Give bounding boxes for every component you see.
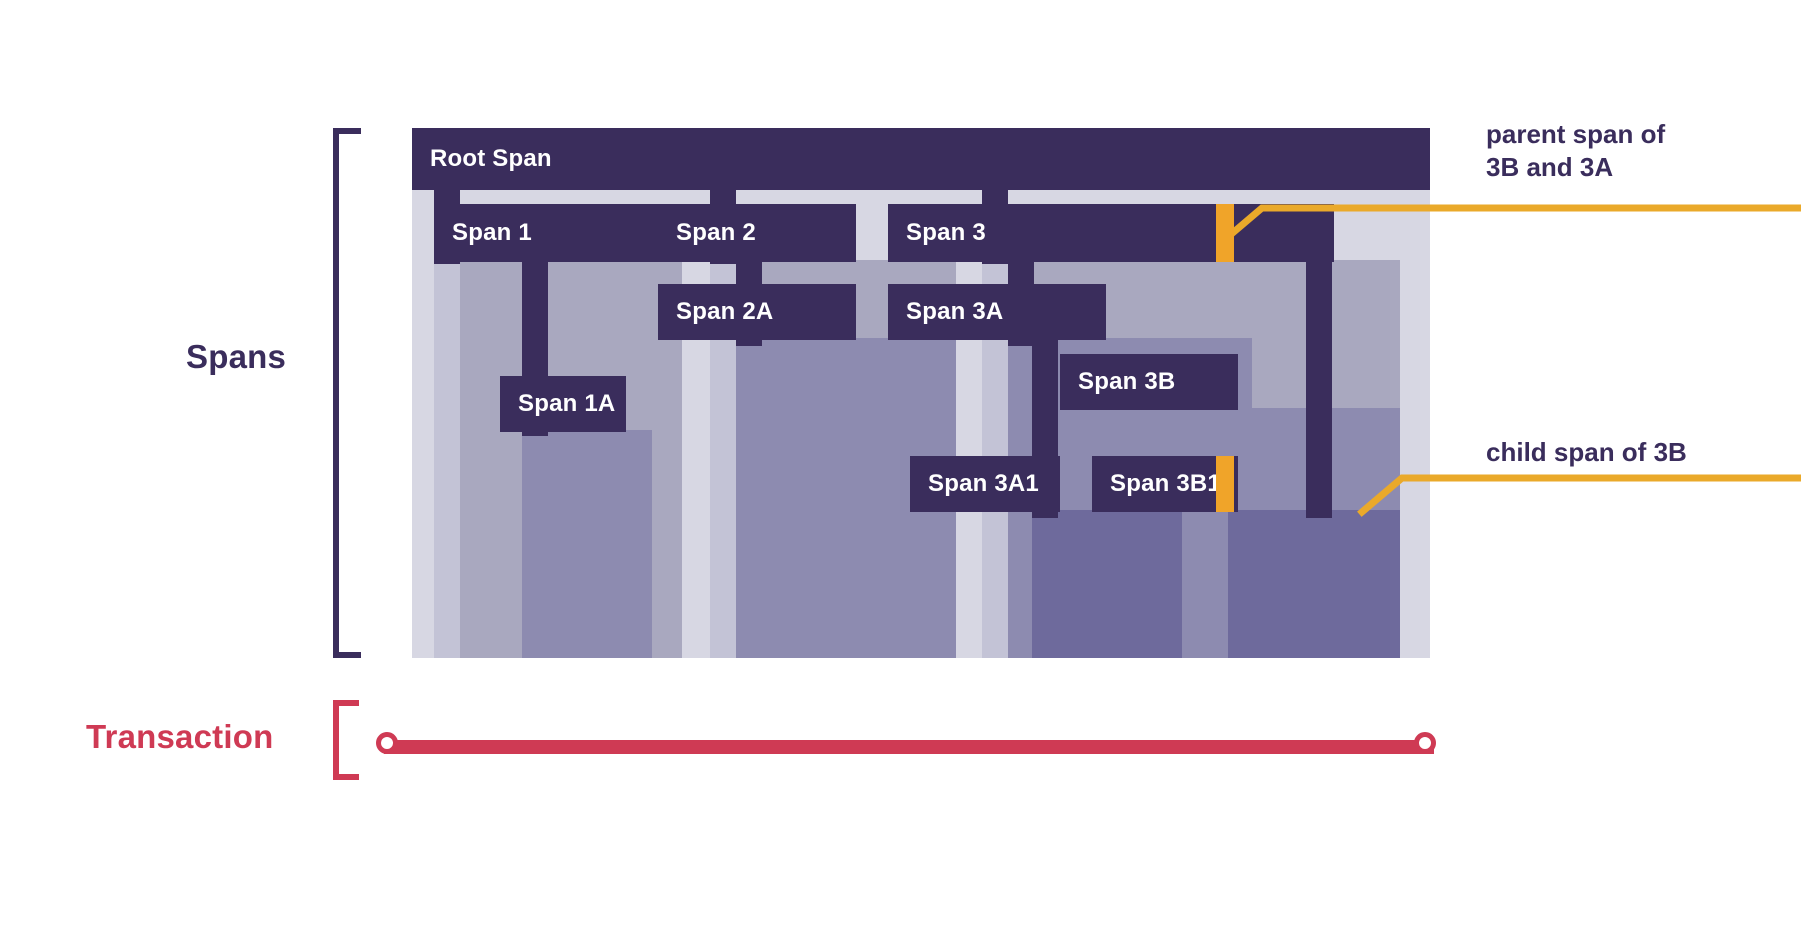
connector-span3-to-span3b: [1306, 260, 1332, 416]
transaction-end-endpoint: [1414, 732, 1436, 754]
span-bar-span-2[interactable]: Span 2: [658, 204, 856, 262]
span-bar-span-2a[interactable]: Span 2A: [658, 284, 856, 340]
spans-bracket: [333, 128, 361, 658]
span-label-span-3a1: Span 3A1: [928, 470, 1039, 497]
highlight-marker-child-span: [1216, 456, 1234, 512]
transaction-start-endpoint: [376, 732, 398, 754]
callout-text-parent-span: parent span of 3B and 3A: [1486, 119, 1666, 183]
connector-span3b-to-span3b1: [1306, 408, 1332, 518]
span-label-root: Root Span: [430, 145, 552, 172]
highlight-marker-parent-span: [1216, 204, 1234, 262]
span-label-span-1a: Span 1A: [518, 390, 616, 417]
span-label-span-2a: Span 2A: [676, 298, 774, 325]
spans-waterfall-frame: Root Span Span 1 Span 1A Span 2 Span 2A …: [412, 128, 1430, 658]
span-label-span-3b: Span 3B: [1078, 368, 1176, 395]
span-3b1-body: [1228, 510, 1400, 658]
span-bar-span-3a1[interactable]: Span 3A1: [910, 456, 1060, 512]
span-bar-span-1[interactable]: Span 1: [434, 204, 682, 262]
span-1a-body: [522, 430, 652, 658]
span-label-span-2: Span 2: [676, 219, 756, 246]
span-3a1-body: [1032, 510, 1184, 658]
transaction-bracket: [333, 700, 359, 780]
span-bar-span-1a[interactable]: Span 1A: [500, 376, 626, 432]
callout-leader-line-parent: [1217, 204, 1801, 247]
spans-axis-label: Spans: [186, 338, 287, 375]
span-bar-root[interactable]: Root Span: [412, 128, 1430, 190]
transaction-duration-bar: [384, 740, 1434, 754]
span-bar-span-3a[interactable]: Span 3A: [888, 284, 1106, 340]
callout-leader-line-child: [1357, 474, 1801, 517]
span-bar-span-3b1[interactable]: Span 3B1: [1092, 456, 1238, 512]
transaction-axis-label: Transaction: [86, 718, 274, 755]
callout-text-child-span: child span of 3B: [1486, 437, 1687, 467]
span-label-span-3b1: Span 3B1: [1110, 470, 1221, 497]
span-label-span-3a: Span 3A: [906, 298, 1004, 325]
span-label-span-1: Span 1: [452, 219, 532, 246]
span-label-span-3: Span 3: [906, 219, 986, 246]
span-bar-span-3b[interactable]: Span 3B: [1060, 354, 1238, 410]
